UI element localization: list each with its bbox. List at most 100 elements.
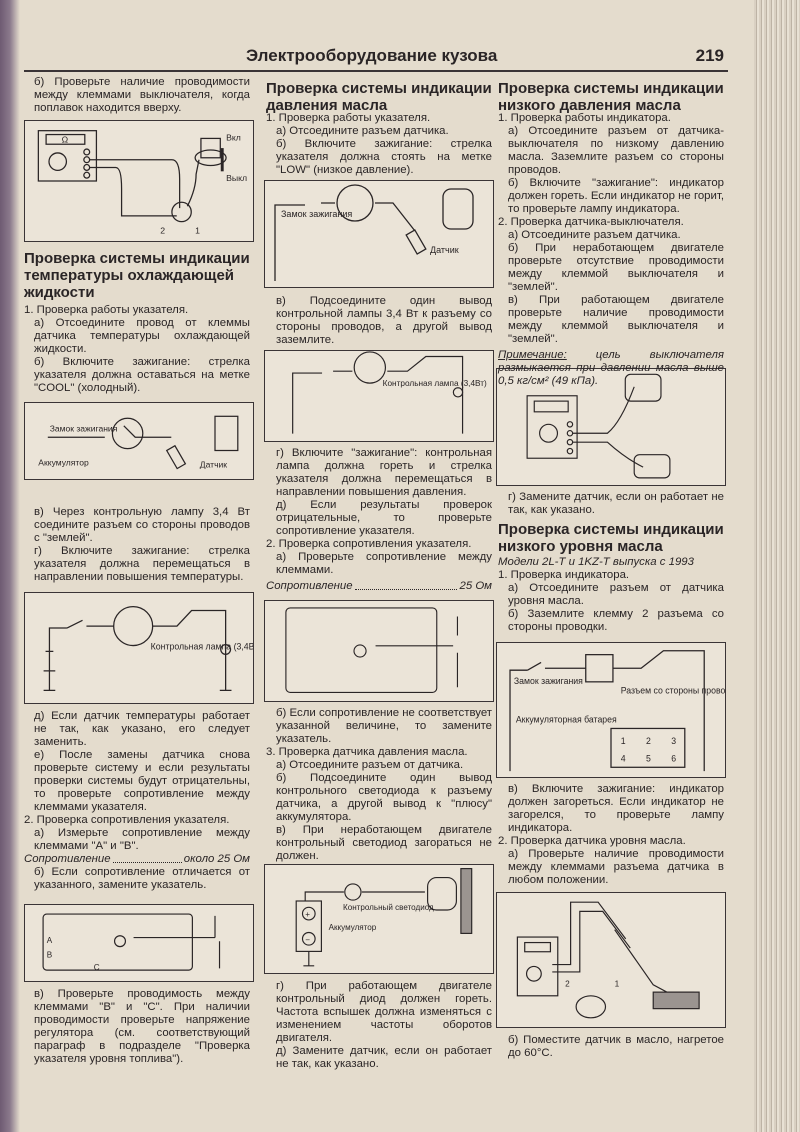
section-heading: Проверка системы индикации низкого давле… xyxy=(498,80,724,114)
step: а) Отсоедините разъем датчика. xyxy=(508,229,681,241)
svg-text:−: − xyxy=(305,935,310,944)
figure-level-sensor-test: 2 1 xyxy=(496,892,726,1028)
ohm-symbol: Ω xyxy=(62,134,69,144)
spec-resistance: Сопротивление около 25 Ом xyxy=(24,853,250,866)
text-block: в) Включите зажигание: индикатор должен … xyxy=(498,783,724,887)
page-number: 219 xyxy=(695,46,724,65)
step: д) Замените датчик, если он работает не … xyxy=(276,1045,492,1070)
step: б) Если сопротивление не соответствует у… xyxy=(276,707,492,745)
figure-led-test: + − Контрольный светодиод Аккумулятор xyxy=(264,864,494,974)
text-block: г) Включите "зажигание": контрольная лам… xyxy=(266,447,492,593)
svg-text:6: 6 xyxy=(671,753,676,763)
text-block: 1. Проверка работы индикатора. а) Отсоед… xyxy=(498,112,724,388)
svg-text:1: 1 xyxy=(621,736,626,746)
step: в) Включите зажигание: индикатор должен … xyxy=(508,783,724,834)
step: а) Отсоедините разъем от датчика уровня … xyxy=(508,582,724,607)
svg-text:Датчик: Датчик xyxy=(200,460,227,470)
paragraph: в) Проверьте проводимость между клеммами… xyxy=(34,988,250,1065)
figure-temp-lamp-circuit: Контрольная лампа (3,4Вт) xyxy=(24,592,254,704)
svg-text:Датчик: Датчик xyxy=(430,245,459,255)
svg-text:+: + xyxy=(305,910,310,919)
connector-pins: 1 2 3 4 5 6 xyxy=(621,736,676,763)
svg-text:2: 2 xyxy=(646,736,651,746)
step: в) Через контрольную лампу 3,4 Вт соедин… xyxy=(34,506,250,544)
svg-text:Аккумулятор: Аккумулятор xyxy=(329,923,377,932)
step: г) Включите зажигание: стрелка указателя… xyxy=(34,545,250,583)
step: б) Если сопротивление отличается от указ… xyxy=(34,866,250,891)
section-heading: Проверка системы индикации температуры о… xyxy=(24,250,250,301)
spec-value: около 25 Ом xyxy=(183,853,250,865)
text-block: г) При работающем двигателе контрольный … xyxy=(266,980,492,1071)
step: в) При неработающем двигателе контрольны… xyxy=(276,824,492,862)
text-block: в) Через контрольную лампу 3,4 Вт соедин… xyxy=(24,506,250,584)
svg-text:Контрольный светодиод: Контрольный светодиод xyxy=(343,903,434,912)
step: б) Включите зажигание: стрелка указателя… xyxy=(276,138,492,176)
spec-label: Сопротивление xyxy=(24,853,111,865)
step: 1. Проверка работы указателя. xyxy=(266,112,431,124)
figure-pressure-switch-test xyxy=(496,368,726,486)
text-block: Модели 2L-T и 1KZ-T выпуска с 1993 1. Пр… xyxy=(498,556,724,634)
step: 2. Проверка сопротивления указателя. xyxy=(24,814,230,826)
step: б) Включите зажигание: стрелка указателя… xyxy=(34,356,250,394)
step: 3. Проверка датчика давления масла. xyxy=(266,746,468,758)
step: б) При неработающем двигателе проверьте … xyxy=(508,242,724,293)
step: 1. Проверка работы индикатора. xyxy=(498,112,671,124)
figure-float-switch-test: Ω Вкл Выкл 2 1 xyxy=(24,120,254,242)
svg-text:4: 4 xyxy=(621,753,626,763)
paragraph: г) Замените датчик, если он работает не … xyxy=(508,491,724,516)
step: а) Отсоедините разъем датчика. xyxy=(276,125,449,137)
svg-text:B: B xyxy=(47,950,52,959)
step: б) Подсоедините один вывод контрольного … xyxy=(276,772,492,823)
step: а) Отсоедините разъем от датчика. xyxy=(276,759,464,771)
svg-text:2: 2 xyxy=(565,980,570,989)
svg-text:3: 3 xyxy=(671,736,676,746)
step: а) Отсоедините разъем от датчика-выключа… xyxy=(508,125,724,176)
svg-text:Замок зажигания: Замок зажигания xyxy=(50,424,118,434)
text-block: 1. Проверка работы указателя. а) Отсоеди… xyxy=(266,112,492,177)
svg-text:1: 1 xyxy=(615,980,620,989)
figure-oil-lamp-circuit: Контрольная лампа (3,4Вт) xyxy=(264,350,494,442)
step: г) При работающем двигателе контрольный … xyxy=(276,980,492,1044)
note: Примечание: цель выключателя размыкается… xyxy=(498,349,724,388)
svg-text:5: 5 xyxy=(646,753,651,763)
figure-gauge-board xyxy=(264,600,494,702)
step: г) Включите "зажигание": контрольная лам… xyxy=(276,447,492,498)
page-stack-edge xyxy=(754,0,800,1132)
paragraph: б) Проверьте наличие проводимости между … xyxy=(34,76,250,114)
step: б) Заземлите клемму 2 разъема со стороны… xyxy=(508,608,724,633)
svg-text:2: 2 xyxy=(160,225,165,235)
step: е) После замены датчика снова проверьте … xyxy=(34,749,250,813)
step: а) Отсоедините провод от клеммы датчика … xyxy=(34,317,250,355)
step: а) Проверьте сопротивление между клеммам… xyxy=(276,551,492,576)
step: а) Проверьте наличие проводимости между … xyxy=(508,848,724,886)
page-binding-shadow xyxy=(0,0,20,1132)
svg-text:Аккумуляторная батарея: Аккумуляторная батарея xyxy=(516,715,617,725)
svg-text:C: C xyxy=(94,963,100,972)
svg-text:Контрольная лампа (3,4Вт): Контрольная лампа (3,4Вт) xyxy=(383,379,487,388)
paragraph: б) Поместите датчик в масло, нагретое до… xyxy=(508,1034,724,1059)
svg-text:Замок зажигания: Замок зажигания xyxy=(281,209,352,219)
svg-text:Разъем со стороны проводки: Разъем со стороны проводки xyxy=(621,685,725,695)
svg-text:A: A xyxy=(47,936,53,945)
note-text: цель выключателя размыкается при давлени… xyxy=(498,349,724,387)
running-header: Электрооборудование кузова 219 xyxy=(24,44,728,72)
step: 2. Проверка датчика уровня масла. xyxy=(498,835,686,847)
models-note: Модели 2L-T и 1KZ-T выпуска с 1993 xyxy=(498,556,694,568)
text-block: б) Если сопротивление не соответствует у… xyxy=(266,707,492,863)
step: 2. Проверка сопротивления указателя. xyxy=(266,538,472,550)
text-block: д) Если датчик температуры работает не т… xyxy=(24,710,250,892)
section-heading: Проверка системы индикации низкого уровн… xyxy=(498,521,724,555)
figure-temp-gauge-circuit: Замок зажигания Аккумулятор Датчик xyxy=(24,402,254,480)
svg-text:Замок зажигания: Замок зажигания xyxy=(514,676,583,686)
step: 1. Проверка работы указателя. xyxy=(24,304,189,316)
text-block: 1. Проверка работы указателя. а) Отсоеди… xyxy=(24,304,250,395)
step: 1. Проверка индикатора. xyxy=(498,569,630,581)
figure-gauge-board: A B C xyxy=(24,904,254,982)
figure-level-indicator-circuit: Замок зажигания Аккумуляторная батарея Р… xyxy=(496,642,726,778)
svg-text:1: 1 xyxy=(195,225,200,235)
svg-text:Контрольная лампа (3,4Вт): Контрольная лампа (3,4Вт) xyxy=(151,641,253,651)
figure-oil-gauge-circuit: Замок зажигания Датчик xyxy=(264,180,494,288)
step: а) Измерьте сопротивление между клеммами… xyxy=(34,827,250,852)
svg-text:Аккумулятор: Аккумулятор xyxy=(38,458,89,468)
